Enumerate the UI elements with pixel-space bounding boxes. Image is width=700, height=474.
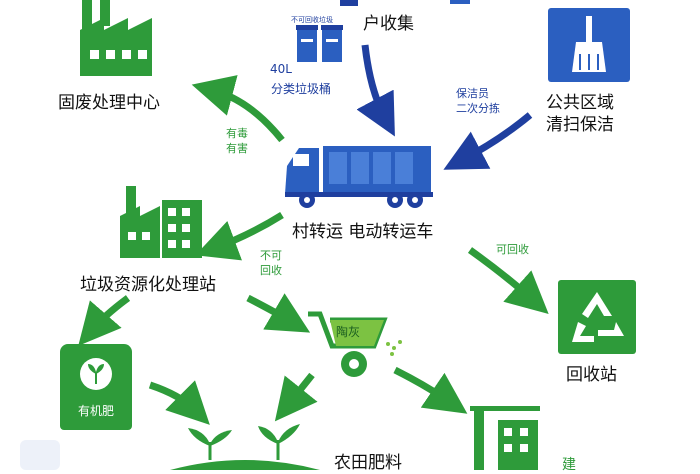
solid-waste-center-label: 固废处理中心 <box>58 93 160 113</box>
factory-icon <box>80 0 152 76</box>
arrow-organic-to-farm <box>148 380 210 425</box>
leaf-icon <box>88 364 104 384</box>
building-label: 建 <box>562 457 576 473</box>
arrow-station-to-organic <box>78 295 131 346</box>
truck-icon <box>285 146 433 208</box>
cleaner-line2: 二次分拣 <box>456 102 500 115</box>
arrow-ash-to-building <box>393 366 468 414</box>
arrow-public-to-truck <box>443 112 533 170</box>
hazardous-label: 有毒 有害 <box>226 126 248 156</box>
household-collection-label: 户收集 <box>363 14 414 34</box>
bin-top-fragment <box>340 0 358 6</box>
non-recyclable-line1: 不可 <box>260 249 282 262</box>
plant-icon <box>120 186 202 258</box>
public-area-line1: 公共区域 <box>546 93 614 113</box>
public-area-label: 公共区域 清扫保洁 <box>546 92 614 136</box>
hazardous-line1: 有毒 <box>226 127 248 140</box>
decorative-blob <box>20 440 60 470</box>
leaf-badge <box>80 358 112 390</box>
organic-fertilizer-label: 有机肥 <box>77 404 114 418</box>
wheelbarrow-icon <box>308 311 402 377</box>
bins-icon <box>296 25 343 62</box>
bin-name: 分类垃圾桶 <box>271 82 332 96</box>
public-area-line2: 清扫保洁 <box>546 115 614 135</box>
broom-tile <box>548 8 630 82</box>
arrow-ash-to-farm <box>274 372 318 422</box>
recyclable-label: 可回收 <box>496 243 529 256</box>
cleaner-note: 保洁员 二次分拣 <box>456 86 500 116</box>
arrow-truck-to-recycle <box>467 247 549 314</box>
arrow-household-to-truck <box>356 44 395 137</box>
arrow-truck-to-solid-waste <box>191 75 285 143</box>
arrow-truck-to-station <box>195 212 284 261</box>
non-recyclable-line2: 回收 <box>260 264 282 277</box>
recycle-icon <box>572 292 624 342</box>
non-recyclable-label: 不可 回收 <box>260 248 282 278</box>
bin-note-top: 不可回收垃圾 <box>291 16 333 24</box>
truck-label: 村转运 电动转运车 <box>292 222 434 242</box>
hazardous-line2: 有害 <box>226 142 248 155</box>
cleaner-line1: 保洁员 <box>456 87 489 100</box>
building-crane-icon <box>470 406 540 470</box>
bin-volume: 40L <box>270 62 292 76</box>
bin-top-fragment-2 <box>450 0 470 4</box>
fertilizer-bag-icon: 有机肥 <box>60 344 132 430</box>
farm-fertilizer-label: 农田肥料 <box>334 453 402 473</box>
recycle-station-label: 回收站 <box>566 365 617 385</box>
resource-station-label: 垃圾资源化处理站 <box>80 275 216 295</box>
seedling-icon <box>170 424 320 470</box>
broom-icon <box>572 16 606 72</box>
recycle-tile <box>558 280 636 354</box>
arrow-station-to-ash <box>246 293 311 333</box>
ash-label: 陶灰 <box>336 325 361 339</box>
